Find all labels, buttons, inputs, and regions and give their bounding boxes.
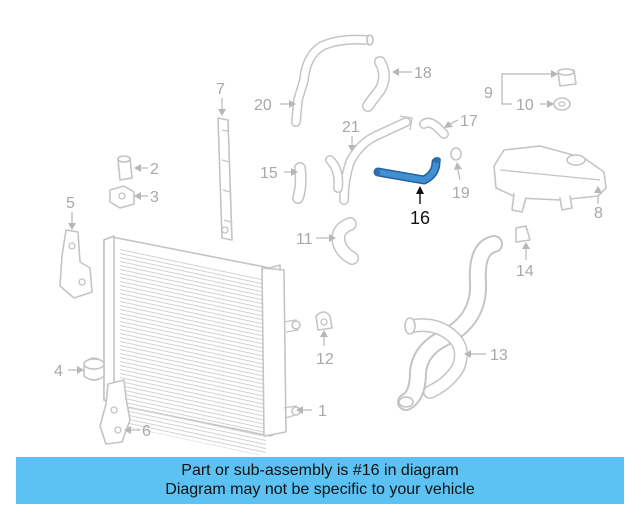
radiator-part-1[interactable] bbox=[103, 235, 301, 455]
mount-part-3[interactable] bbox=[109, 185, 135, 209]
callout-2: 2 bbox=[150, 161, 159, 178]
callout-9: 9 bbox=[484, 85, 493, 102]
seal-strip-part-7[interactable] bbox=[217, 117, 233, 241]
hose-part-15[interactable] bbox=[292, 162, 307, 204]
hose-part-13[interactable] bbox=[397, 235, 503, 411]
hose-part-18[interactable] bbox=[362, 56, 390, 112]
banner-line-2: Diagram may not be specific to your vehi… bbox=[165, 481, 475, 498]
grommet-part-4[interactable] bbox=[83, 357, 105, 381]
callout-16: 16 bbox=[410, 208, 430, 228]
callout-17: 17 bbox=[460, 113, 478, 130]
callout-20: 20 bbox=[254, 97, 272, 114]
fitting-part-2[interactable] bbox=[117, 155, 133, 181]
callout-19: 19 bbox=[452, 185, 470, 202]
expansion-tank-part-8[interactable] bbox=[493, 145, 607, 213]
callout-7: 7 bbox=[216, 81, 225, 98]
banner-line-1: Part or sub-assembly is #16 in diagram bbox=[181, 462, 459, 479]
hose-part-17[interactable] bbox=[419, 117, 449, 139]
callout-12: 12 bbox=[316, 351, 334, 368]
callout-14: 14 bbox=[516, 263, 534, 280]
callout-5: 5 bbox=[66, 195, 75, 212]
bracket-part-6[interactable] bbox=[99, 379, 131, 445]
parts-diagram: 1 2 3 4 5 6 7 8 9 10 11 12 13 14 15 16 1… bbox=[54, 34, 607, 455]
seal-ring-part-10[interactable] bbox=[553, 97, 571, 111]
callout-1: 1 bbox=[318, 403, 327, 420]
callout-6: 6 bbox=[142, 423, 151, 440]
callout-15: 15 bbox=[260, 165, 278, 182]
leader-lines bbox=[68, 68, 602, 434]
callout-13: 13 bbox=[490, 347, 508, 364]
info-banner: Part or sub-assembly is #16 in diagram D… bbox=[16, 457, 624, 504]
callout-10: 10 bbox=[516, 97, 534, 114]
bracket-part-5[interactable] bbox=[59, 229, 93, 299]
callout-labels: 1 2 3 4 5 6 7 8 9 10 11 12 13 14 15 16 1… bbox=[54, 65, 603, 440]
callout-4: 4 bbox=[54, 363, 63, 380]
clamp-part-14[interactable] bbox=[515, 225, 531, 243]
hose-part-16[interactable] bbox=[373, 157, 441, 185]
clamp-part-19[interactable] bbox=[450, 147, 462, 161]
cap-part-9[interactable] bbox=[557, 68, 577, 87]
callout-11: 11 bbox=[296, 231, 313, 248]
callout-8: 8 bbox=[594, 205, 603, 222]
hose-part-11[interactable] bbox=[331, 217, 359, 265]
callout-21: 21 bbox=[342, 119, 360, 136]
callout-3: 3 bbox=[150, 189, 159, 206]
clamp-part-12[interactable] bbox=[315, 311, 333, 331]
callout-18: 18 bbox=[414, 65, 432, 82]
pipe-part-21[interactable] bbox=[325, 115, 413, 205]
pipe-part-20[interactable] bbox=[291, 34, 374, 127]
